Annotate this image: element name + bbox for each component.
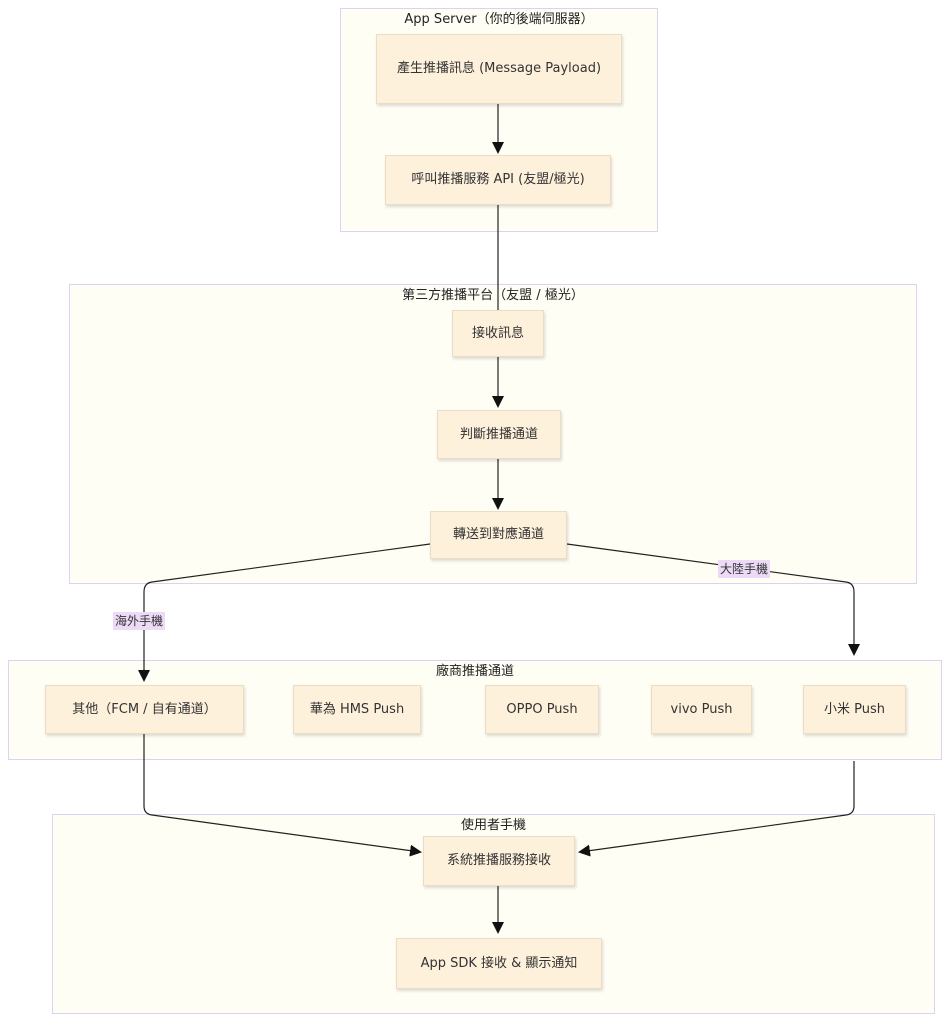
cluster-title: App Server（你的後端伺服器） [404,12,594,27]
node-label: 系統推播服務接收 [446,853,551,868]
node-label: 華為 HMS Push [309,701,405,717]
node-system-receive[interactable]: 系統推播服務接收 [423,836,575,886]
node-call-api[interactable]: 呼叫推播服務 API (友盟/極光) [385,155,611,205]
node-xiaomi-push[interactable]: 小米 Push [803,685,906,734]
node-label: 判斷推播通道 [459,426,538,442]
node-label: 產生推播訊息 (Message Payload) [396,61,602,76]
node-label: 轉送到對應通道 [452,527,544,542]
node-forward-channel[interactable]: 轉送到對應通道 [430,511,567,559]
cluster-title: 使用者手機 [460,818,526,833]
cluster-title: 第三方推播平台（友盟 / 極光） [402,288,584,303]
cluster-title: 廠商推播通道 [435,664,514,679]
node-label: OPPO Push [506,701,578,717]
edge-label-mainland: 大陸手機 [718,560,771,578]
node-label: 其他（FCM / 自有通道） [72,701,217,717]
node-label: 接收訊息 [471,325,524,341]
node-label: vivo Push [670,701,733,717]
edge-label-overseas: 海外手機 [113,612,166,630]
node-label: App SDK 接收 & 顯示通知 [420,955,578,971]
node-vivo-push[interactable]: vivo Push [651,685,752,734]
node-oppo-push[interactable]: OPPO Push [485,685,599,734]
node-huawei-push[interactable]: 華為 HMS Push [293,685,421,734]
node-other-fcm[interactable]: 其他（FCM / 自有通道） [45,685,244,734]
node-generate-payload[interactable]: 產生推播訊息 (Message Payload) [376,34,622,104]
node-label: 呼叫推播服務 API (友盟/極光) [411,172,585,187]
node-label: 小米 Push [824,701,885,717]
node-judge-channel[interactable]: 判斷推播通道 [437,410,561,459]
node-sdk-display[interactable]: App SDK 接收 & 顯示通知 [396,938,602,989]
node-receive-message[interactable]: 接收訊息 [452,310,544,357]
